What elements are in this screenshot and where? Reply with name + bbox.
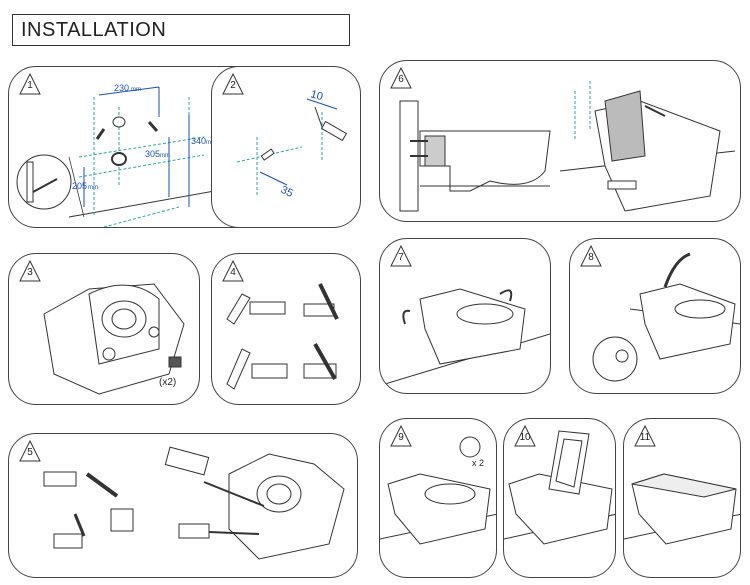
step-8-illustration [592, 252, 740, 382]
step-badge-1: 1 [19, 73, 41, 95]
step-2-illustration: 10 35 [236, 88, 348, 200]
step-4-illustration [226, 283, 339, 390]
panel-step-10: 10 [503, 418, 616, 578]
step-badge-7: 7 [390, 245, 412, 267]
panel-step-5: 5 [8, 433, 358, 578]
step-10-illustration [504, 430, 615, 545]
panel-step-6: 6 [379, 60, 741, 222]
step-9-qty: x 2 [472, 458, 484, 468]
step-badge-8: 8 [580, 245, 602, 267]
panel-step-2: 2 10 35 [211, 66, 361, 228]
panel-step-4: 4 [211, 253, 361, 405]
step-badge-5: 5 [19, 440, 41, 462]
step-badge-6: 6 [390, 67, 412, 89]
dim-205-unit: mm [88, 185, 98, 191]
panel-step-7: 7 [379, 238, 551, 394]
step-badge-2: 2 [222, 73, 244, 95]
dim-205: 205 [72, 181, 87, 191]
step-11-illustration [624, 473, 740, 545]
dim-305-unit: mm [160, 153, 170, 159]
step-badge-4: 4 [222, 260, 244, 282]
installation-title-box: INSTALLATION [12, 14, 350, 46]
step-badge-9: 9 [390, 425, 412, 447]
panel-step-3: 3 (x2) [8, 253, 200, 405]
dim-10: 10 [309, 88, 324, 103]
step-9-illustration: x 2 [380, 436, 496, 545]
step-5-illustration [43, 446, 345, 560]
panel-step-11: 11 [623, 418, 741, 578]
step-badge-3: 3 [19, 260, 41, 282]
dim-340: 340 [191, 136, 206, 146]
step-6-illustration [399, 81, 736, 212]
step-badge-10: 10 [514, 425, 536, 447]
step-7-illustration [384, 288, 550, 385]
dim-35: 35 [279, 184, 295, 200]
panel-step-8: 8 [569, 238, 741, 394]
dim-305: 305 [145, 149, 160, 159]
step-3-qty: (x2) [159, 377, 176, 388]
dim-230: 230 [114, 83, 129, 93]
panel-step-9: 9 x 2 [379, 418, 497, 578]
step-badge-11: 11 [634, 425, 656, 447]
page-title: INSTALLATION [21, 19, 167, 41]
dim-230-unit: mm [131, 87, 141, 93]
step-3-illustration: (x2) [43, 283, 185, 395]
